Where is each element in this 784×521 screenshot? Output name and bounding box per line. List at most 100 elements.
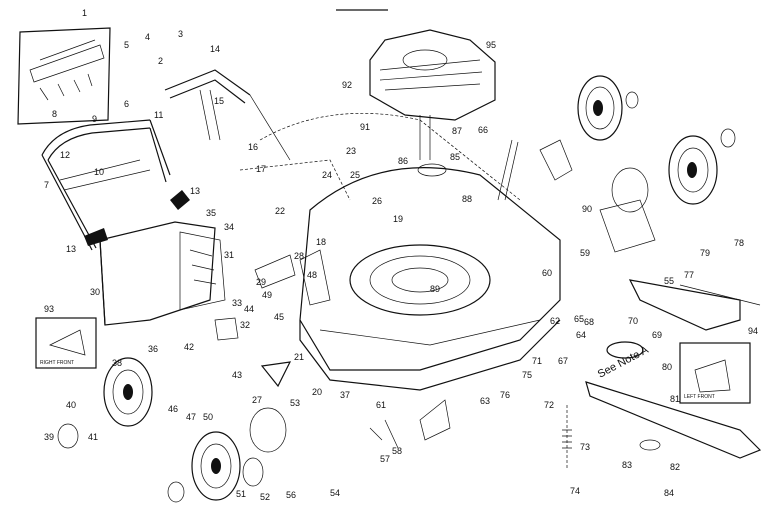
callout-53: 53 (290, 398, 300, 408)
callout-32: 32 (240, 320, 250, 330)
callout-8: 8 (52, 109, 57, 119)
callout-70: 70 (628, 316, 638, 326)
callout-11: 11 (154, 110, 163, 120)
handle-assembly (41, 69, 291, 251)
callout-35: 35 (206, 208, 216, 218)
callout-87: 87 (452, 126, 462, 136)
callout-19: 19 (393, 214, 403, 224)
small-parts (214, 139, 761, 449)
callout-43: 43 (232, 370, 242, 380)
callout-10: 10 (94, 167, 104, 177)
callout-82: 82 (670, 462, 680, 472)
callout-54: 54 (330, 488, 340, 498)
callout-34: 34 (224, 222, 234, 232)
callout-59: 59 (580, 248, 590, 258)
callout-18: 18 (316, 237, 326, 247)
callout-2: 2 (158, 56, 163, 66)
callout-28: 28 (294, 251, 304, 261)
callout-44: 44 (244, 304, 254, 314)
callout-72: 72 (544, 400, 554, 410)
callout-86: 86 (398, 156, 408, 166)
callout-55: 55 (664, 276, 674, 286)
callout-81: 81 (670, 394, 680, 404)
callout-69: 69 (652, 330, 662, 340)
inset-box-1 (17, 27, 111, 125)
callout-33: 33 (232, 298, 242, 308)
callout-71: 71 (532, 356, 542, 366)
callout-65: 65 (574, 314, 584, 324)
blade-assembly (562, 279, 762, 470)
callout-67: 67 (558, 356, 568, 366)
callout-68: 68 (584, 317, 594, 327)
callout-57: 57 (380, 454, 390, 464)
callout-77: 77 (684, 270, 694, 280)
callout-66: 66 (478, 125, 488, 135)
callout-45: 45 (274, 312, 284, 322)
callout-48: 48 (307, 270, 317, 280)
callout-58: 58 (392, 446, 402, 456)
callout-25: 25 (350, 170, 360, 180)
callout-94: 94 (748, 326, 758, 336)
callout-3: 3 (178, 29, 183, 39)
callout-78: 78 (734, 238, 744, 248)
callout-85: 85 (450, 152, 460, 162)
callout-47: 47 (186, 412, 196, 422)
callout-23: 23 (346, 146, 356, 156)
callout-76: 76 (500, 390, 510, 400)
callout-60: 60 (542, 268, 552, 278)
callout-40: 40 (66, 400, 76, 410)
callout-1: 1 (82, 8, 87, 18)
callout-39: 39 (44, 432, 54, 442)
callout-84: 84 (664, 488, 674, 498)
callout-13b: 13 (66, 244, 76, 254)
callout-9: 9 (92, 114, 97, 124)
callout-38: 38 (112, 358, 122, 368)
callout-52: 52 (260, 492, 270, 502)
callout-7: 7 (44, 180, 49, 190)
callout-31: 31 (224, 250, 234, 260)
wheels-rear (577, 75, 736, 213)
callout-5: 5 (124, 40, 129, 50)
callout-42: 42 (184, 342, 194, 352)
callout-20: 20 (312, 387, 322, 397)
callout-17: 17 (256, 164, 266, 174)
callout-93: 93 (44, 304, 54, 314)
callout-75: 75 (522, 370, 532, 380)
callout-61: 61 (376, 400, 386, 410)
callout-22: 22 (275, 206, 285, 216)
mower-deck (239, 113, 561, 391)
callout-91: 91 (360, 122, 370, 132)
callout-80: 80 (662, 362, 672, 372)
callout-27: 27 (252, 395, 262, 405)
callout-13: 13 (190, 186, 200, 196)
callout-4: 4 (145, 32, 150, 42)
callout-90: 90 (582, 204, 592, 214)
callout-73: 73 (580, 442, 590, 452)
callout-64: 64 (576, 330, 586, 340)
callout-37: 37 (340, 390, 350, 400)
inset-caption-left-front: LEFT FRONT (684, 394, 715, 400)
callout-51: 51 (236, 489, 246, 499)
callout-29: 29 (256, 277, 266, 287)
callout-41: 41 (88, 432, 98, 442)
callout-62: 62 (550, 316, 560, 326)
callout-89: 89 (430, 284, 440, 294)
wheels-front (57, 357, 287, 503)
callout-labels: 1 2 3 4 5 6 7 8 9 10 11 12 13 13 14 15 1… (44, 8, 758, 502)
callout-49: 49 (262, 290, 272, 300)
inset-box-93 (35, 317, 97, 369)
inset-caption-right-front: RIGHT FRONT (40, 360, 74, 366)
callout-16: 16 (248, 142, 258, 152)
callout-26: 26 (372, 196, 382, 206)
grass-catcher (99, 221, 226, 326)
callout-36: 36 (148, 344, 158, 354)
callout-6: 6 (124, 99, 129, 109)
callout-88: 88 (462, 194, 472, 204)
callout-50: 50 (203, 412, 213, 422)
callout-74: 74 (570, 486, 580, 496)
callout-92: 92 (342, 80, 352, 90)
callout-12: 12 (60, 150, 70, 160)
callout-46: 46 (168, 404, 178, 414)
